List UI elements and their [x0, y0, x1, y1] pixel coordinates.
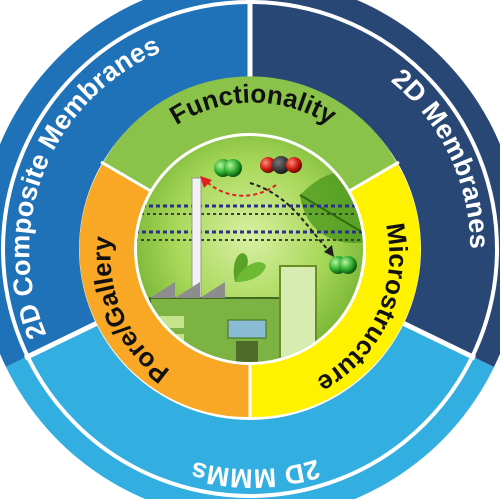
green-molecule-icon — [329, 256, 357, 274]
membrane-layers-icon — [137, 204, 363, 241]
co2-molecule-icon — [260, 156, 302, 174]
green-molecule-icon — [214, 159, 242, 177]
arrow-icon — [204, 179, 277, 197]
